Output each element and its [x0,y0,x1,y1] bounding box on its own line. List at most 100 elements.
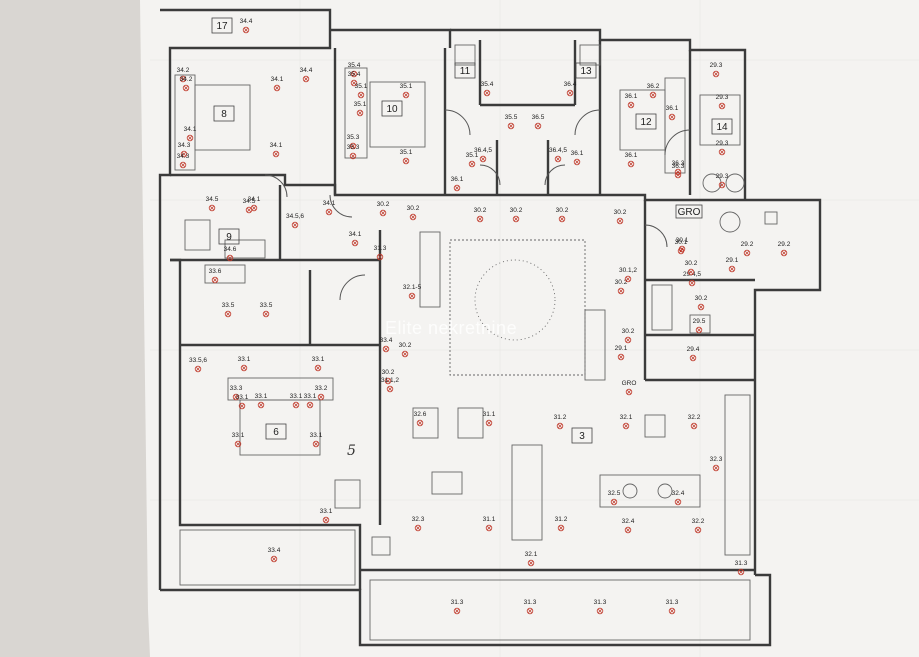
svg-text:34.5,6: 34.5,6 [286,213,304,220]
point-label: 36.4,5 [474,147,492,163]
point-label: 36.1 [571,150,584,166]
svg-text:33.4: 33.4 [380,337,393,344]
svg-text:34.6: 34.6 [224,246,237,253]
outlet-marker-icon [382,345,390,353]
point-label: 31.3 [451,599,464,615]
svg-text:33.1: 33.1 [232,432,245,439]
svg-text:33.1: 33.1 [236,394,249,401]
svg-text:34.1: 34.1 [270,142,283,149]
point-label: 32.1 [525,551,538,567]
outlet-marker-icon [351,239,359,247]
point-label: 36.1 [625,152,638,168]
point-label: 30.1,2 [619,267,637,283]
outlet-marker-icon [350,70,358,78]
svg-text:13: 13 [580,66,592,77]
svg-text:32.4: 32.4 [622,518,635,525]
svg-text:12: 12 [640,117,652,128]
point-label: 35.1 [354,101,367,117]
outlet-marker-icon [687,268,695,276]
room-number-3: 3 [571,427,593,444]
svg-text:35.1: 35.1 [466,152,479,159]
svg-text:36.4: 36.4 [564,81,577,88]
point-label: 30.2 [510,207,523,223]
point-label: 33.2 [315,385,328,401]
point-label: 31.1 [483,411,496,427]
point-label: 33.6 [209,268,222,284]
svg-text:33.1: 33.1 [238,356,251,363]
outlet-marker-icon [384,377,392,385]
outlet-marker-icon [512,215,520,223]
svg-text:36.3: 36.3 [672,160,685,167]
outlet-marker-icon [349,142,357,150]
point-label: 34.4 [300,67,313,83]
point-label: 30.2 [622,328,635,344]
point-label: 33.1 [238,356,251,372]
point-label: 36.1 [451,176,464,192]
gro-label: GRO [675,204,703,219]
outlet-marker-icon [688,279,696,287]
svg-text:36.2: 36.2 [647,83,660,90]
outlet-marker-icon [270,555,278,563]
room-number-8: 8 [213,105,235,122]
svg-text:35.4: 35.4 [348,71,361,78]
svg-text:35.3: 35.3 [347,144,360,151]
outlet-marker-icon [245,206,253,214]
outlet-marker-icon [694,526,702,534]
outlet-marker-icon [376,253,384,261]
outlet-marker-icon [718,148,726,156]
point-label: 35.3 [347,144,360,160]
svg-text:34.2: 34.2 [177,67,190,74]
point-label: 34.5 [206,196,219,212]
point-label: 30.1 [675,239,688,255]
outlet-marker-icon [566,89,574,97]
point-label: 30.2 [399,342,412,358]
svg-text:35.1: 35.1 [355,83,368,90]
point-label: 30.2 [615,279,628,295]
outlet-marker-icon [322,516,330,524]
svg-text:29.1: 29.1 [726,257,739,264]
svg-text:36.1: 36.1 [625,93,638,100]
point-label: 32.4 [622,518,635,534]
svg-text:30.2: 30.2 [382,369,395,376]
handwritten-note: 5 [347,443,356,459]
outlet-marker-icon [627,101,635,109]
svg-text:30.2: 30.2 [474,207,487,214]
svg-text:11: 11 [460,66,471,77]
outlet-marker-icon [627,160,635,168]
outlet-marker-icon [728,265,736,273]
svg-text:33.1: 33.1 [320,508,333,515]
outlet-marker-icon [610,498,618,506]
svg-text:29.3: 29.3 [716,173,729,180]
point-label: 34.1 [349,231,362,247]
svg-text:30.2: 30.2 [695,295,708,302]
svg-text:32.1-5: 32.1-5 [403,284,422,291]
outlet-marker-icon [224,310,232,318]
paper-grid [150,0,919,657]
point-label: 29.3 [710,62,723,78]
svg-text:35.3: 35.3 [347,134,360,141]
point-label: 30.2 [474,207,487,223]
svg-text:32.1: 32.1 [620,414,633,421]
outlet-marker-icon [208,204,216,212]
svg-text:30.2: 30.2 [614,209,627,216]
svg-text:29.3: 29.3 [710,62,723,69]
svg-text:30.2: 30.2 [399,342,412,349]
outlet-marker-icon [194,365,202,373]
outlet-marker-icon [557,524,565,532]
outlet-marker-icon [379,209,387,217]
svg-text:33.3: 33.3 [230,385,243,392]
room-number-12: 12 [635,113,657,130]
room-number-14: 14 [711,118,733,135]
point-label: 34.2 [177,67,190,83]
svg-text:31.3: 31.3 [594,599,607,606]
point-label: 31.3 [735,560,748,576]
svg-text:33.1: 33.1 [255,393,268,400]
svg-text:33.5: 33.5 [222,302,235,309]
svg-text:30.2: 30.2 [407,205,420,212]
point-label: 29.3 [716,94,729,110]
svg-text:30.2: 30.2 [615,279,628,286]
svg-text:35.1: 35.1 [354,101,367,108]
outlet-marker-icon [718,181,726,189]
outlet-marker-icon [179,161,187,169]
